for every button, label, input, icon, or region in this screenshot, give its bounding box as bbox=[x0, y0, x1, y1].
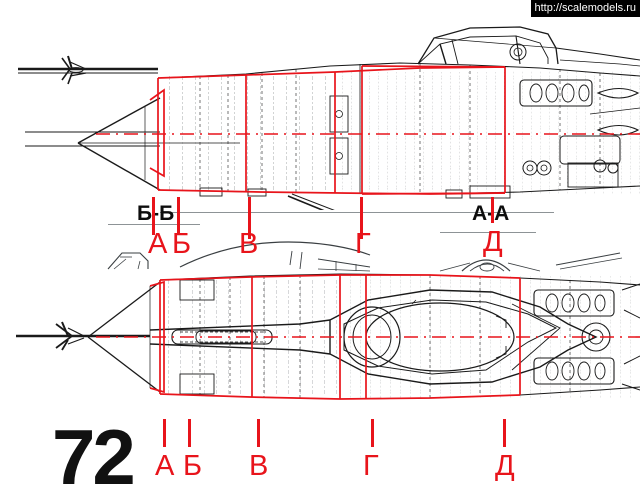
tick-lower-b bbox=[188, 419, 191, 447]
tick-lower-a bbox=[163, 419, 166, 447]
label-upper-b: Б bbox=[172, 230, 191, 259]
scale-denominator-text: 72 bbox=[52, 424, 133, 490]
label-upper-a: А bbox=[148, 230, 167, 259]
label-upper-v: В bbox=[239, 230, 258, 259]
section-title-bb: Б-Б bbox=[137, 203, 174, 224]
label-lower-d: Д bbox=[495, 452, 515, 481]
tick-lower-d bbox=[503, 419, 506, 447]
label-upper-g: Г bbox=[355, 230, 371, 259]
label-lower-a: А bbox=[155, 452, 174, 481]
label-upper-d: Д bbox=[483, 228, 503, 257]
aircraft-side-view bbox=[0, 18, 640, 210]
aircraft-plan-view bbox=[0, 262, 640, 414]
label-lower-b: Б bbox=[183, 452, 202, 481]
watermark-url: http://scalemodels.ru bbox=[531, 0, 640, 17]
tick-lower-g bbox=[371, 419, 374, 447]
label-lower-v: В bbox=[249, 452, 268, 481]
label-lower-g: Г bbox=[363, 452, 379, 481]
tick-lower-v bbox=[257, 419, 260, 447]
tick-upper-d bbox=[491, 197, 494, 223]
